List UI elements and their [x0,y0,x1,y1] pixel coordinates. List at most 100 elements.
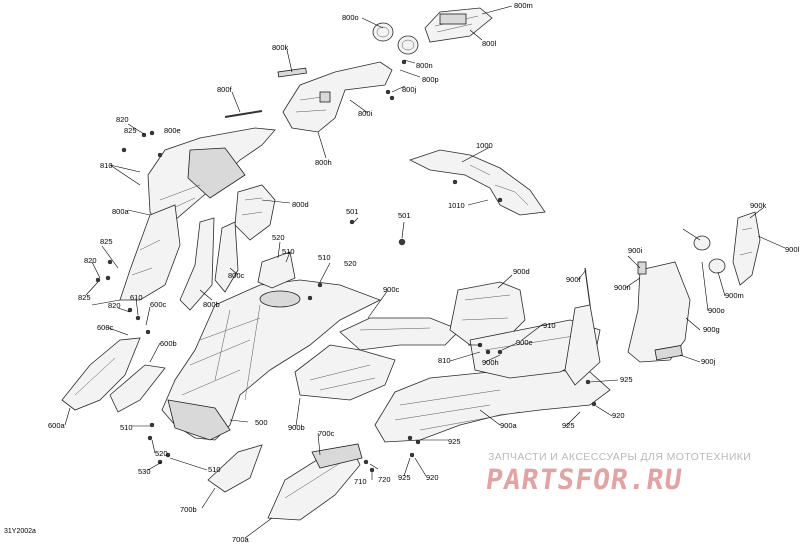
cover-600b [109,364,166,413]
callout-800d: 800d [292,200,309,209]
callout-600c-left: 600c [97,323,114,332]
lower-front-panel-600a [61,337,141,411]
headlight-bracket-1000 [408,149,546,216]
callout-800l: 800l [482,39,497,48]
callout-900d: 900d [513,267,530,276]
callout-600a: 600a [48,421,66,430]
callout-510-upper: 510 [282,247,295,256]
callout-1010: 1010 [448,201,465,210]
callout-900m: 900m [725,291,744,300]
callout-900j: 900j [701,357,716,366]
callout-820-low: 820 [108,301,121,310]
hardware-bolts [95,59,597,473]
seat-panel-900d [449,281,526,346]
callout-800f: 800f [217,85,233,94]
front-left-panel-800a [147,127,276,231]
decal-800k [277,67,307,78]
trim-strip-800f [224,110,263,118]
bracket-900i [637,261,647,275]
leader-lines [64,5,786,539]
callout-800j: 800j [402,85,417,94]
callout-610: 610 [130,293,143,302]
callout-825-top: 825 [124,126,137,135]
callout-600b: 600b [160,339,177,348]
callout-510-lower: 510 [120,423,133,432]
callout-920-right: 920 [612,411,625,420]
callout-900e: 900e [516,338,533,347]
callout-800a: 800a [112,207,130,216]
watermark-logo: PARTSFOR.RU [483,463,685,496]
side-strip-800c [214,221,239,293]
callout-900c: 900c [383,285,400,294]
callout-925-mid: 925 [562,421,575,430]
callout-800c: 800c [228,271,245,280]
callout-720: 720 [378,475,391,484]
side-fairing-900b [294,344,396,401]
callout-900k: 900k [750,201,767,210]
callout-810-left: 810 [100,161,113,170]
callout-925-bottom: 925 [398,473,411,482]
callout-1000: 1000 [476,141,493,150]
callout-800o: 800o [342,13,359,22]
callout-900i: 900i [628,246,643,255]
callout-800p: 800p [422,75,439,84]
side-strip-800b [179,217,215,311]
callout-510-right: 510 [318,253,331,262]
callout-825-low: 825 [78,293,91,302]
callout-700a: 700a [232,535,250,544]
callout-925-right: 925 [620,375,633,384]
diagram-reference-code: 31Y2002a [4,528,36,535]
callout-710: 710 [354,477,367,486]
lower-side-panel-900a [374,369,611,443]
callout-800e: 800e [164,126,181,135]
callout-900o: 900o [708,306,725,315]
callout-520-upper: 520 [272,233,285,242]
callout-925-lower: 925 [448,437,461,446]
gauge-housing-800o [372,22,394,42]
upper-fairing-800h [282,61,393,133]
callout-900a: 900a [500,421,518,430]
watermark-tagline: ЗАПЧАСТИ И АКСЕССУАРЫ ДЛЯ МОТОТЕХНИКИ [488,451,752,463]
callout-900g: 900g [703,325,720,334]
inner-panel-800d [234,184,276,241]
side-fairing-900c [339,317,461,351]
callout-800k: 800k [272,43,289,52]
instrument-bezel-800l [424,7,493,43]
callout-900n: 900n [614,283,631,292]
callout-501-left: 501 [346,207,359,216]
rear-panel-900g [627,261,691,363]
callout-700c: 700c [318,429,335,438]
callout-900f: 900f [566,275,582,284]
callout-501-right: 501 [398,211,411,220]
callout-825-mid: 825 [100,237,113,246]
front-cover-520 [257,251,296,289]
light-900m [693,235,726,274]
callout-800b: 800b [203,300,220,309]
gauge-housing-800n [397,35,419,55]
callout-900h: 900h [482,358,499,367]
callout-510-bottom: 510 [208,465,221,474]
callout-800n: 800n [416,61,433,70]
callout-800h: 800h [315,158,332,167]
callout-700b: 700b [180,505,197,514]
callout-labels: 800o 800m 800l 800n 800p 800j 800k 800f … [48,1,800,544]
callout-520-lower: 520 [155,449,168,458]
callout-800m: 800m [514,1,533,10]
callout-530: 530 [138,467,151,476]
callout-810-mid: 810 [438,356,451,365]
lower-panel-700a [267,443,363,521]
callout-900b: 900b [288,423,305,432]
callout-820-top: 820 [116,115,129,124]
callout-920-lower: 920 [426,473,439,482]
tank-cover-500 [161,279,381,441]
light-assembly-900k [732,211,761,286]
callout-820-mid: 820 [84,256,97,265]
callout-910: 910 [543,321,556,330]
callout-500: 500 [255,418,268,427]
callout-900l: 900l [785,245,800,254]
callout-600c-right: 600c [150,300,167,309]
callout-520-right: 520 [344,259,357,268]
accent-strip-900f [564,267,601,386]
